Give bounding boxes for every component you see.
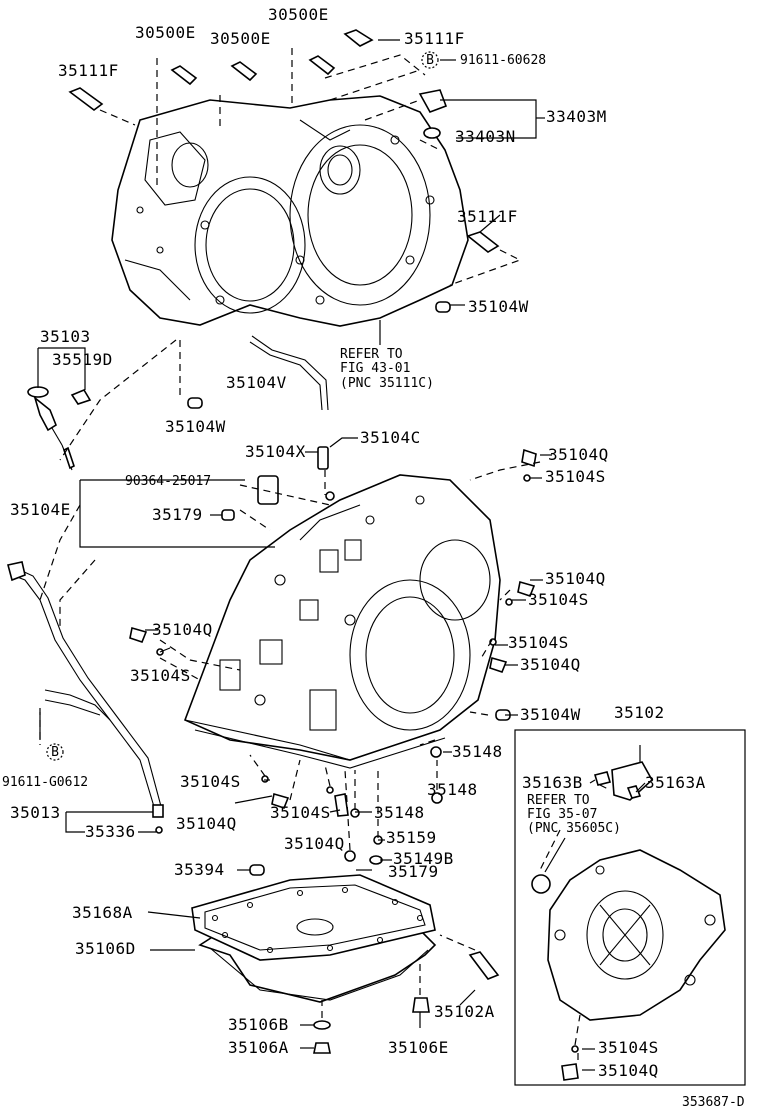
label-35103: 35103 <box>40 327 91 346</box>
label-35104Q-e: 35104Q <box>176 814 237 833</box>
label-35104S-f: 35104S <box>270 803 331 822</box>
label-91611-G0612: 91611-G0612 <box>2 775 88 790</box>
label-35104C: 35104C <box>360 428 421 447</box>
label-35104S-d: 35104S <box>508 633 569 652</box>
label-35104S-a: 35104S <box>545 467 606 486</box>
refer2-line2: FIG 35-07 <box>527 807 597 822</box>
detail-box-35102 <box>514 729 746 1086</box>
label-35104S-c: 35104S <box>130 666 191 685</box>
oil-pan <box>191 874 437 1003</box>
label-90364-25017: 90364-25017 <box>125 474 211 489</box>
label-35148-b: 35148 <box>427 780 478 799</box>
dipstick-35103 <box>27 386 75 471</box>
marker-b-label: B <box>426 53 434 68</box>
label-91611-60628: 91611-60628 <box>460 53 546 68</box>
extension-housing <box>531 761 726 1021</box>
diagram-id: 353687-D <box>682 1095 745 1110</box>
leader-lines <box>37 39 646 1071</box>
label-35104E: 35104E <box>10 500 71 519</box>
refer1-line1: REFER TO <box>340 347 403 362</box>
assembly-lines <box>39 48 611 1060</box>
label-30500E-c: 30500E <box>268 5 329 24</box>
label-35148-a: 35148 <box>452 742 503 761</box>
label-35104Q-d: 35104Q <box>520 655 581 674</box>
label-35149B: 35149B <box>393 849 454 868</box>
label-35104V: 35104V <box>226 373 287 392</box>
fasteners <box>68 29 642 1081</box>
label-35104Q-c: 35104Q <box>152 620 213 639</box>
label-35163A: 35163A <box>645 773 706 792</box>
drain-plug <box>313 1020 331 1054</box>
label-35106E: 35106E <box>388 1038 449 1057</box>
label-30500E-b: 30500E <box>210 29 271 48</box>
label-33403M: 33403M <box>546 107 607 126</box>
label-35336: 35336 <box>85 822 136 841</box>
label-35168A: 35168A <box>72 903 133 922</box>
b-marker-top: B <box>421 51 439 69</box>
label-35519D: 35519D <box>52 350 113 369</box>
label-35179-b: 35179 <box>388 862 439 881</box>
refer2-line3: (PNC 35605C) <box>527 821 621 836</box>
label-35104S-b: 35104S <box>528 590 589 609</box>
label-35104W-b: 35104W <box>165 417 226 436</box>
label-35106B: 35106B <box>228 1015 289 1034</box>
label-35111F-b: 35111F <box>58 61 119 80</box>
label-35104Q-a: 35104Q <box>548 445 609 464</box>
refer1-line3: (PNC 35111C) <box>340 376 434 391</box>
label-30500E-a: 30500E <box>135 23 196 42</box>
refer2-line1: REFER TO <box>527 793 590 808</box>
label-35148-c: 35148 <box>374 803 425 822</box>
label-35104X: 35104X <box>245 442 306 461</box>
b-marker-left: B <box>46 743 64 761</box>
label-35013: 35013 <box>10 803 61 822</box>
label-35159: 35159 <box>386 828 437 847</box>
label-35106D: 35106D <box>75 939 136 958</box>
label-35104S-g: 35104S <box>598 1038 659 1057</box>
label-35102: 35102 <box>614 703 665 722</box>
label-35104Q-b: 35104Q <box>545 569 606 588</box>
label-35163B: 35163B <box>522 773 583 792</box>
label-35111F-c: 35111F <box>457 207 518 226</box>
label-35106A: 35106A <box>228 1038 289 1057</box>
label-35104W-a: 35104W <box>468 297 529 316</box>
label-35394: 35394 <box>174 860 225 879</box>
label-35102A: 35102A <box>434 1002 495 1021</box>
transmission-case <box>183 474 501 769</box>
label-33403N: 33403N <box>455 127 516 146</box>
refer1-line2: FIG 43-01 <box>340 361 410 376</box>
dipstick-tube <box>7 561 164 818</box>
label-35104W-c: 35104W <box>520 705 581 724</box>
label-35104Q-g: 35104Q <box>598 1061 659 1080</box>
label-35111F-a: 35111F <box>404 29 465 48</box>
label-35104S-e: 35104S <box>180 772 241 791</box>
marker-b-label: B <box>51 745 59 760</box>
label-35104Q-f: 35104Q <box>284 834 345 853</box>
transaxle-housing <box>111 95 469 327</box>
label-35179-a: 35179 <box>152 505 203 524</box>
